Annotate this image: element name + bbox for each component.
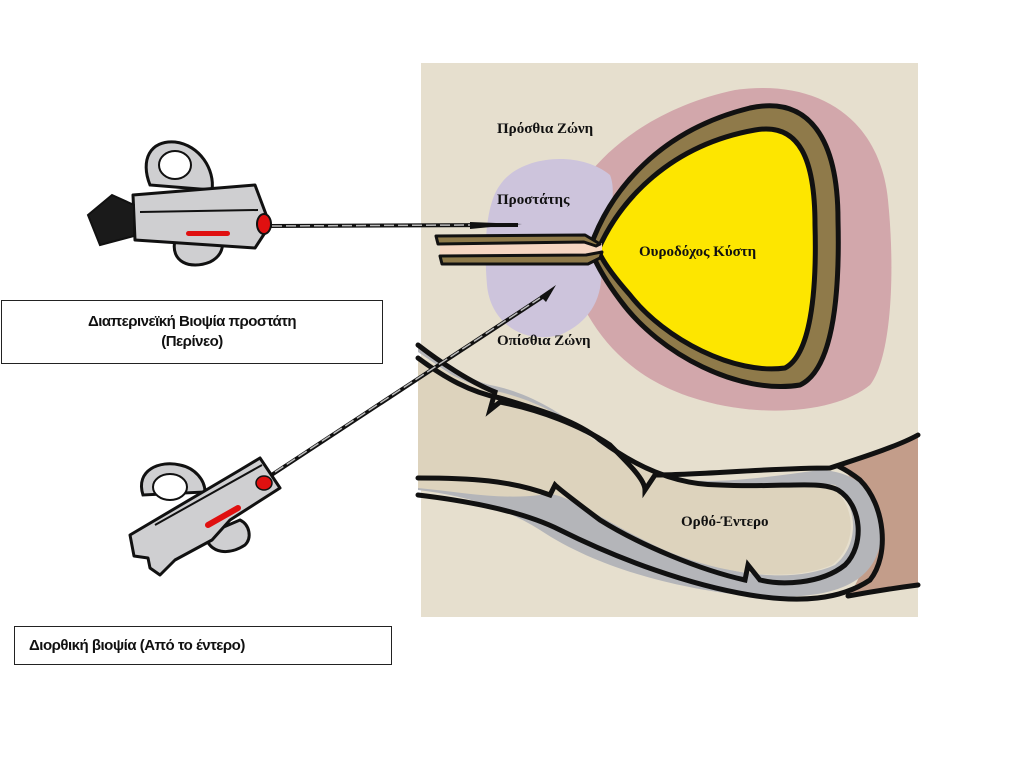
caption-transrectal-biopsy: Διορθική βιοψία (Από το έντερο) bbox=[14, 626, 392, 665]
transrectal-red-knob bbox=[255, 475, 273, 491]
transrectal-ring-hole bbox=[152, 473, 188, 501]
label-prostate: Προστάτης bbox=[497, 192, 570, 208]
transrectal-needle-core bbox=[274, 297, 541, 473]
transperineal-needle-core bbox=[271, 224, 471, 227]
urethra-lumen bbox=[440, 243, 602, 255]
transperineal-body-edge bbox=[139, 209, 259, 213]
transrectal-gun-body bbox=[128, 456, 282, 577]
transrectal-body-edge bbox=[154, 464, 263, 526]
rectum-outline-lower-outer bbox=[415, 463, 921, 602]
label-anterior-zone: Πρόσθια Ζώνη bbox=[497, 121, 593, 137]
rectum-outline-upper-outer bbox=[415, 342, 921, 499]
caption-transperineal-biopsy: Διαπερινεϊκή Βιοψία προστάτη (Περίνεο) bbox=[1, 300, 383, 364]
transrectal-finger-ring-lower bbox=[203, 518, 251, 554]
transperineal-biopsy-gun bbox=[86, 140, 522, 267]
label-rectum: Ορθό-Έντερο bbox=[681, 514, 769, 530]
transrectal-red-slot bbox=[205, 505, 241, 528]
label-posterior-zone: Οπίσθια Ζώνη bbox=[497, 333, 591, 349]
caption-transperineal-line2: (Περίνεο) bbox=[161, 333, 223, 350]
transperineal-gun-body bbox=[131, 183, 272, 250]
caption-transperineal-line1: Διαπερινεϊκή Βιοψία προστάτη bbox=[87, 313, 297, 330]
transrectal-biopsy-gun bbox=[128, 285, 556, 577]
transperineal-needle-tip bbox=[470, 222, 522, 229]
transrectal-needle-tip bbox=[540, 285, 556, 302]
caption-transrectal-text: Διορθική βιοψία (Από το έντερο) bbox=[29, 637, 245, 654]
bladder-lumen bbox=[595, 126, 818, 372]
transperineal-back-cap bbox=[86, 193, 135, 247]
label-bladder: Ουροδόχος Κύστη bbox=[639, 244, 756, 260]
transperineal-red-slot bbox=[186, 231, 230, 236]
urethra-wall-upper bbox=[434, 233, 602, 248]
transperineal-red-knob bbox=[256, 213, 272, 235]
urethra-wall-lower bbox=[438, 250, 604, 266]
transperineal-ring-hole-upper bbox=[158, 150, 192, 180]
rectum-outline-upper-inner bbox=[415, 355, 861, 586]
